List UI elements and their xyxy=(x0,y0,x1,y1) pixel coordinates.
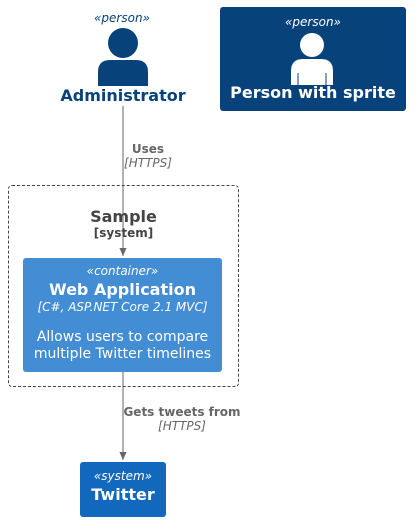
system-boundary xyxy=(8,185,239,387)
web-application-container[interactable]: «container» Web Application [C#, ASP.NET… xyxy=(23,258,222,372)
uses-relationship-label: Uses xyxy=(131,142,165,156)
container-name: Web Application xyxy=(48,280,196,299)
sprite-person-name: Person with sprite xyxy=(230,83,396,102)
admin-stereotype: «person» xyxy=(94,11,150,25)
container-technology: [C#, ASP.NET Core 2.1 MVC] xyxy=(37,300,208,314)
boundary-type: [system] xyxy=(93,226,154,240)
person-with-sprite-box[interactable]: «person» Person with sprite xyxy=(220,7,406,111)
person-icon[interactable] xyxy=(94,26,152,88)
admin-name[interactable]: Administrator xyxy=(60,86,186,105)
gets-tweets-relationship-technology: [HTTPS] xyxy=(158,419,206,433)
container-description-line: Allows users to compare xyxy=(36,329,209,345)
twitter-system[interactable]: «system» Twitter xyxy=(80,462,166,517)
container-stereotype: «container» xyxy=(86,264,159,278)
boundary-title: Sample xyxy=(90,207,157,226)
uses-relationship-technology: [HTTPS] xyxy=(124,156,172,170)
system-stereotype: «system» xyxy=(93,469,153,483)
sprite-person-stereotype: «person» xyxy=(285,15,341,29)
system-name: Twitter xyxy=(91,485,155,504)
user-sprite-icon xyxy=(291,33,333,85)
container-description-line: multiple Twitter timelines xyxy=(33,346,212,362)
gets-tweets-relationship-label: Gets tweets from xyxy=(123,405,241,419)
